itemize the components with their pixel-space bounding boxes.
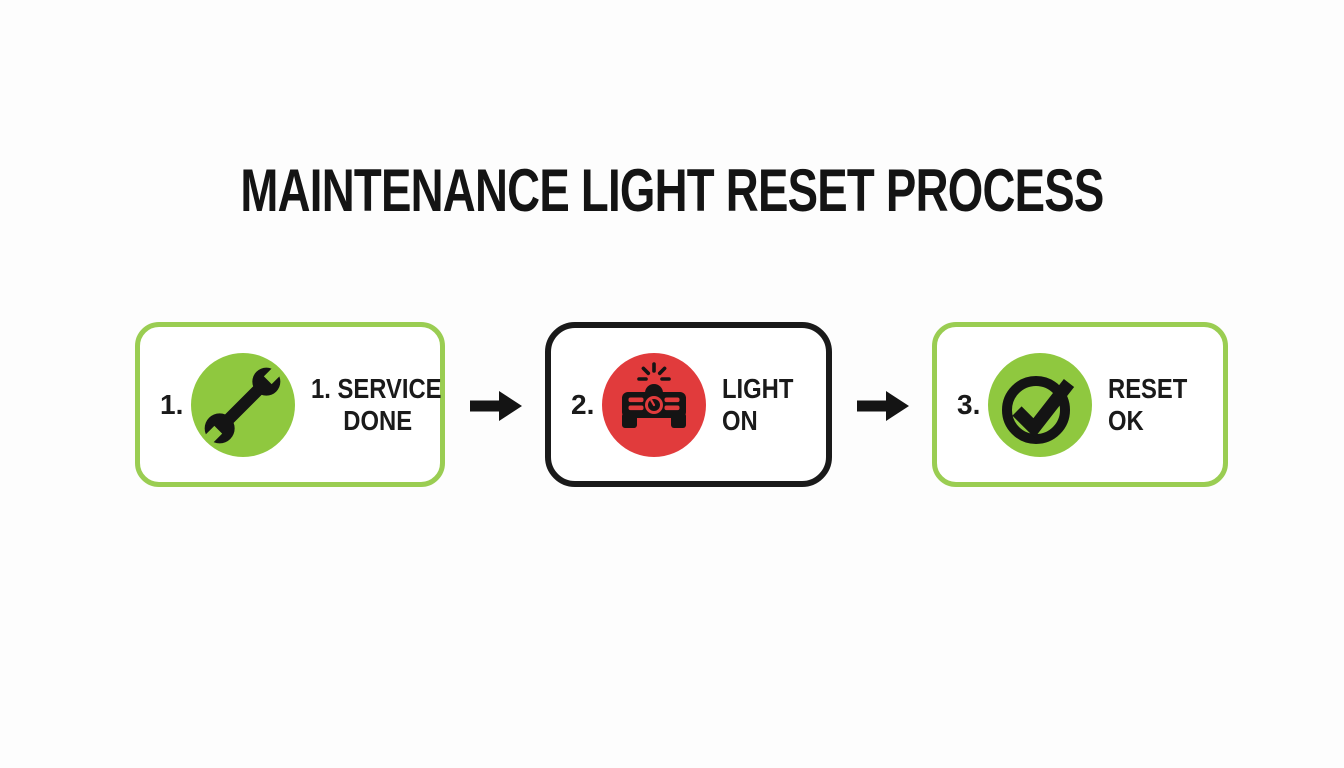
- step-card-reset-ok: 3. RESET OK: [932, 322, 1228, 487]
- step-number: 2.: [571, 388, 595, 420]
- step-number: 3.: [957, 388, 981, 420]
- right-arrow-icon: [857, 391, 909, 421]
- step-label-line1: LIGHT: [722, 373, 794, 405]
- step-label: 1. SERVICE DONE: [311, 373, 442, 436]
- diagram-title: MAINTENANCE LIGHT RESET PROCESS: [240, 157, 1104, 224]
- step-label-line2: OK: [1108, 404, 1145, 436]
- step-label-line1: 1. SERVICE: [311, 373, 442, 405]
- step-card-service-done: 1. 1. SERVICE DONE: [135, 322, 445, 487]
- step-label: LIGHT ON: [722, 373, 793, 436]
- step-label: RESET OK: [1108, 373, 1187, 436]
- wrench-icon: [203, 364, 284, 445]
- dashboard-warning-light-icon: [622, 361, 687, 428]
- step-icon-circle: [602, 352, 707, 457]
- step-label-line2: ON: [722, 404, 759, 436]
- step-icon-circle: [191, 352, 296, 457]
- right-arrow-icon: [470, 391, 522, 421]
- step-label-line1: RESET: [1108, 373, 1188, 405]
- step-number: 1.: [160, 388, 184, 420]
- step-icon-circle: [988, 352, 1093, 457]
- step-card-light-on: 2.: [545, 322, 832, 487]
- check-circle-icon: [1002, 375, 1075, 444]
- step-label-line2: DONE: [343, 404, 413, 436]
